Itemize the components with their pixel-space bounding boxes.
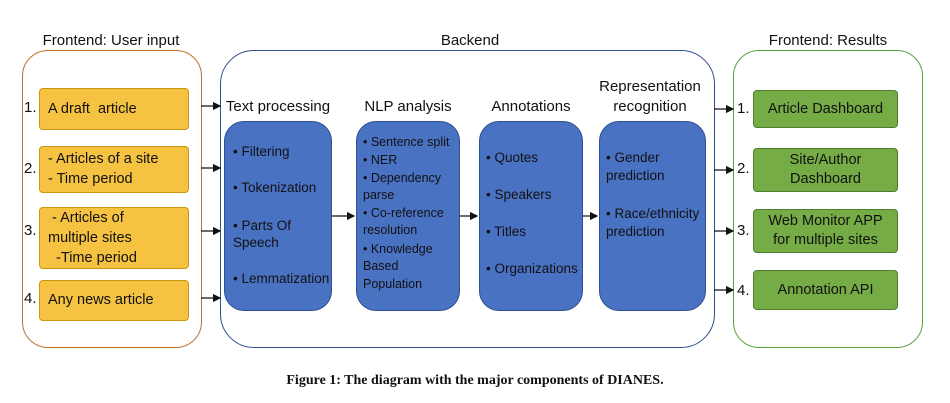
input-line: multiple sites (48, 230, 132, 246)
stage-title-nlp-analysis: NLP analysis (364, 98, 452, 115)
result-line: Annotation API (777, 281, 874, 298)
stage-title-text-processing: Text processing (225, 98, 331, 115)
stage-item: prediction (606, 224, 665, 239)
input-number-2: 2. (24, 160, 37, 177)
input-line: Any news article (48, 292, 154, 308)
stage-title-annotations: Annotations (491, 98, 571, 115)
stage-item: • Co-reference (363, 206, 444, 220)
result-line: for multiple sites (773, 232, 878, 248)
result-web-monitor-app: Web Monitor APP for multiple sites (753, 209, 898, 253)
stage-representation-recognition: • Gender prediction • Race/ethnicity pre… (599, 121, 706, 311)
stage-item: • Organizations (486, 261, 578, 276)
result-site-author-dashboard: Site/Author Dashboard (753, 148, 898, 192)
stage-item: parse (363, 188, 395, 202)
input-number-4: 4. (24, 290, 37, 307)
result-number-2: 2. (737, 160, 750, 177)
stage-item: Population (363, 277, 423, 291)
stage-item: • Tokenization (233, 180, 317, 195)
stage-item: • Filtering (233, 144, 290, 159)
result-line: Article Dashboard (767, 100, 884, 117)
result-number-3: 3. (737, 222, 750, 239)
frontend-results-title: Frontend: Results (768, 32, 888, 49)
result-number-1: 1. (737, 100, 750, 117)
result-number-4: 4. (737, 282, 750, 299)
stage-item: resolution (363, 223, 418, 237)
stage-nlp-analysis: • Sentence split • NER • Dependency pars… (356, 121, 460, 311)
result-line: Web Monitor APP (768, 213, 883, 229)
frontend-input-title: Frontend: User input (42, 32, 180, 49)
result-line: Dashboard (790, 171, 861, 187)
figure-caption: Figure 1: The diagram with the major com… (286, 373, 664, 388)
input-line: - Time period (48, 171, 133, 187)
backend-title: Backend (440, 32, 500, 49)
frontend-results-group (733, 50, 923, 348)
input-line: - Articles of a site (48, 151, 159, 167)
stage-item: • Lemmatization (233, 271, 330, 286)
stage-title-representation-recognition: Representation recognition (594, 77, 706, 117)
stage-item: • Sentence split (363, 135, 450, 149)
stage-item: • Race/ethnicity (606, 206, 700, 221)
backend-group (220, 50, 715, 348)
result-annotation-api: Annotation API (753, 270, 898, 310)
input-number-3: 3. (24, 222, 37, 239)
stage-item: prediction (606, 168, 665, 183)
result-article-dashboard: Article Dashboard (753, 90, 898, 128)
stage-item: • Dependency (363, 171, 442, 185)
stage-item: • NER (363, 153, 398, 167)
stage-item: • Speakers (486, 187, 552, 202)
stage-item: Based (363, 259, 399, 273)
input-site-articles: - Articles of a site - Time period (39, 146, 189, 193)
stage-text-processing: • Filtering • Tokenization • Parts Of Sp… (224, 121, 332, 311)
stage-item: Speech (233, 235, 279, 250)
result-line: Site/Author (789, 152, 862, 168)
input-draft-article: A draft article (39, 88, 189, 130)
stage-item: • Quotes (486, 150, 539, 165)
stage-title-line: recognition (613, 98, 687, 115)
frontend-input-group (22, 50, 202, 348)
input-line: A draft article (48, 101, 137, 117)
stage-title-line: Representation (599, 78, 701, 95)
stage-item: • Gender (606, 150, 660, 165)
input-number-1: 1. (24, 99, 37, 116)
input-line: - Articles of (48, 210, 124, 226)
input-line: -Time period (48, 250, 137, 266)
input-multiple-sites: - Articles of multiple sites -Time perio… (39, 207, 189, 269)
stage-item: • Parts Of (233, 218, 291, 233)
stage-annotations: • Quotes • Speakers • Titles • Organizat… (479, 121, 583, 311)
input-any-news-article: Any news article (39, 280, 189, 321)
stage-item: • Titles (486, 224, 526, 239)
stage-item: • Knowledge (363, 242, 433, 256)
